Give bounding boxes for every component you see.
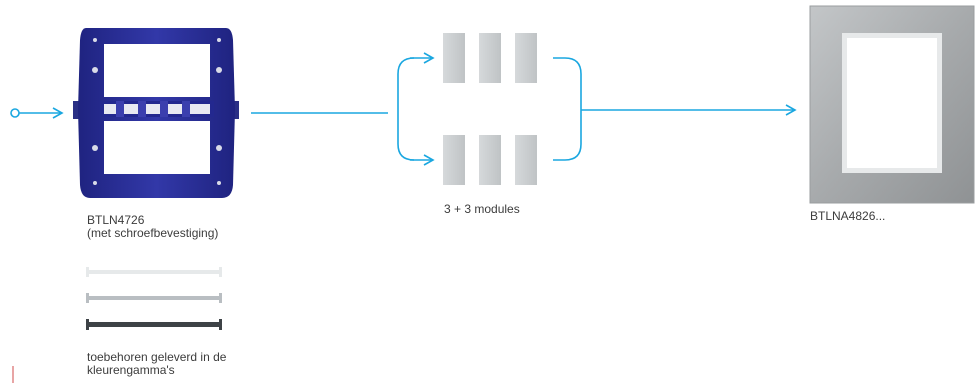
accessories-caption-line1: toebehoren geleverd in de xyxy=(87,350,227,364)
edge-marker xyxy=(12,366,14,383)
accessory-bar-grey xyxy=(86,293,222,303)
modules-top-row xyxy=(443,33,537,83)
split-bracket xyxy=(397,57,415,161)
accessory-bar-white xyxy=(86,267,222,277)
accessory-bars xyxy=(86,267,222,330)
support-frame-image xyxy=(73,28,239,198)
merge-bracket xyxy=(553,57,582,161)
accessories-caption-line2: kleurengamma's xyxy=(87,363,175,377)
cover-plate-code: BTLNA4826... xyxy=(810,209,886,223)
support-frame-code: BTLN4726 xyxy=(87,213,145,227)
support-frame-note: (met schroefbevestiging) xyxy=(87,226,219,240)
modules-bottom-row xyxy=(443,135,537,185)
modules-caption: 3 + 3 modules xyxy=(444,202,520,216)
input-node xyxy=(10,107,64,119)
cover-plate-image xyxy=(809,5,975,204)
accessory-bar-dark xyxy=(86,319,222,330)
